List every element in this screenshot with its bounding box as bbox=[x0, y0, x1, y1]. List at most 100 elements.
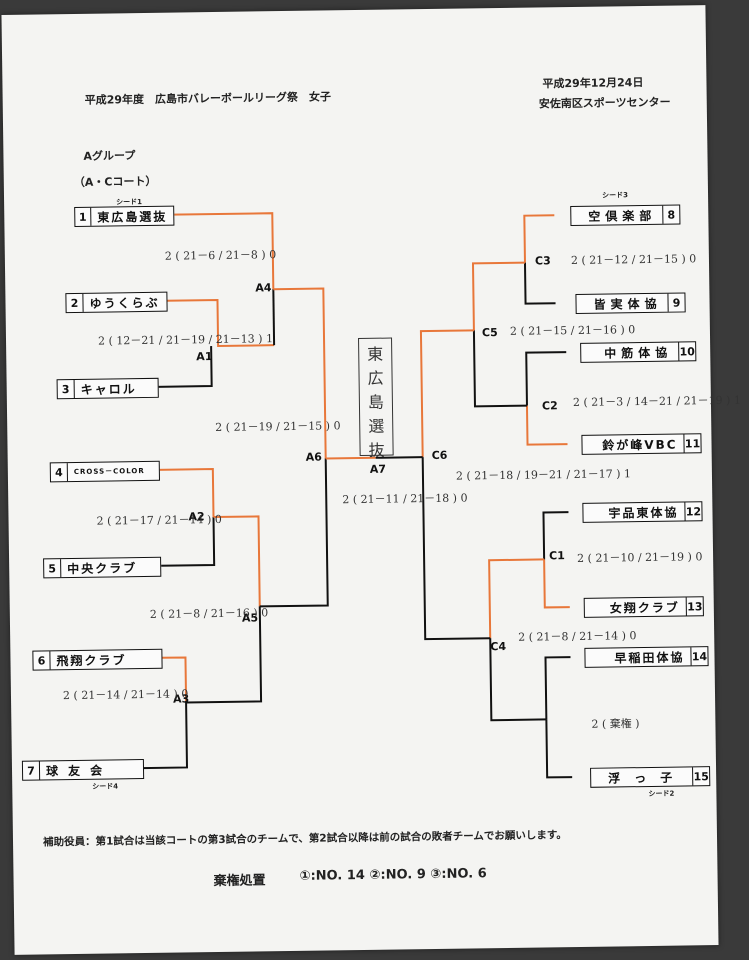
team-name: CROSS－COLOR bbox=[73, 467, 145, 476]
bracket-line bbox=[525, 405, 568, 446]
match-label: C3 bbox=[534, 254, 551, 268]
forfeit-label: 棄権処置 bbox=[213, 873, 266, 890]
match-score: 2 ( 21－14 / 21－14 ) 0 bbox=[62, 687, 189, 703]
team-entry: 12 宇品東体協 bbox=[582, 501, 703, 523]
team-name: ゆうくらぶ bbox=[89, 295, 160, 311]
bracket-line bbox=[542, 511, 569, 560]
bracket-line bbox=[544, 656, 571, 720]
team-number: 10 bbox=[678, 342, 696, 361]
match-label: C2 bbox=[541, 399, 558, 413]
forfeit-order: ①:NO. 14 ②:NO. 9 ③:NO. 6 bbox=[299, 866, 487, 884]
team-entry: 3 キャロル bbox=[56, 377, 159, 400]
team-number: 15 bbox=[692, 767, 710, 786]
bracket-line bbox=[160, 656, 188, 703]
bracket-line bbox=[259, 458, 329, 608]
team-number: 9 bbox=[667, 293, 685, 312]
team-number: 2 bbox=[66, 293, 84, 313]
team-entry: 10 中筋体協 bbox=[580, 341, 697, 363]
team-entry: 5 中央クラブ bbox=[43, 556, 162, 579]
team-entry: 9 皆実体協 bbox=[575, 292, 686, 314]
match-score: 2 ( 21－15 / 21－16 ) 0 bbox=[509, 323, 636, 338]
team-name: 早稲田体協 bbox=[614, 649, 685, 665]
team-number: 12 bbox=[684, 502, 702, 521]
bracket-line bbox=[545, 719, 573, 779]
champion-char: 島 bbox=[367, 392, 385, 412]
match-score: 2 ( 12－21 / 21－19 / 21－13 ) 1 bbox=[97, 332, 274, 348]
tournament-date: 平成29年12月24日 bbox=[542, 76, 644, 91]
bracket-line bbox=[488, 558, 545, 639]
match-score: 2 ( 21－19 / 21－15 ) 0 bbox=[215, 419, 341, 435]
champion-box: 東 広 島 選 抜 bbox=[358, 337, 394, 460]
team-entry: 14 早稲田体協 bbox=[584, 646, 709, 668]
match-score: 2 ( 21－6 / 21－8 ) 0 bbox=[164, 248, 277, 263]
champion-char: 東 bbox=[367, 344, 384, 364]
bracket-line bbox=[543, 559, 570, 609]
match-score: 2 ( 21－8 / 21－16 ) 0 bbox=[149, 606, 269, 621]
court-label: （A・Cコート） bbox=[73, 174, 157, 189]
match-label: C6 bbox=[431, 448, 448, 462]
bracket-line bbox=[213, 515, 261, 607]
match-label: C4 bbox=[490, 639, 507, 654]
team-entry: 2 ゆうくらぶ bbox=[65, 291, 168, 314]
team-name: 鈴が峰VBC bbox=[602, 437, 678, 453]
team-number: 5 bbox=[44, 559, 62, 578]
team-name: 皆実体協 bbox=[593, 296, 662, 312]
bracket-line bbox=[375, 456, 423, 459]
bracket-line bbox=[325, 456, 376, 460]
team-number: 13 bbox=[685, 597, 703, 616]
bracket-line bbox=[156, 346, 213, 388]
team-entry: 15 浮っ子 bbox=[590, 766, 711, 788]
team-number: 6 bbox=[33, 651, 51, 670]
match-label: A6 bbox=[305, 450, 322, 464]
team-entry: 4 CROSS－COLOR bbox=[49, 460, 160, 483]
team-name: 中筋体協 bbox=[604, 345, 673, 361]
match-score: 2 ( 21－3 / 14－21 / 21－19 ) 1 bbox=[572, 393, 742, 410]
team-name: 中央クラブ bbox=[67, 560, 138, 576]
match-score-forfeit: 2 ( 棄権 ) bbox=[591, 717, 640, 731]
bracket-line bbox=[523, 262, 556, 305]
bracket-line bbox=[471, 261, 525, 331]
match-score: 2 ( 21－12 / 21－15 ) 0 bbox=[570, 252, 697, 268]
bracket-line bbox=[525, 351, 567, 406]
match-label: A4 bbox=[255, 281, 272, 295]
team-entry: 13 女翔クラブ bbox=[583, 596, 704, 618]
match-score: 2 ( 21－11 / 21－18 ) 0 bbox=[342, 491, 468, 507]
team-name: 空倶楽部 bbox=[588, 208, 657, 224]
team-name: 飛翔クラブ bbox=[56, 652, 127, 668]
bracket-line bbox=[523, 214, 555, 263]
bracket-line bbox=[472, 330, 527, 408]
team-number: 14 bbox=[690, 647, 708, 666]
team-name: キャロル bbox=[80, 381, 137, 397]
team-number: 3 bbox=[57, 379, 75, 399]
team-entry: 8 空倶楽部 bbox=[570, 204, 681, 227]
bracket-line bbox=[273, 287, 327, 459]
bracket-line bbox=[141, 702, 189, 770]
tournament-venue: 安佐南区スポーツセンター bbox=[538, 95, 671, 111]
bracket-line bbox=[159, 517, 216, 567]
seed-label: シード3 bbox=[601, 191, 628, 200]
match-label: C1 bbox=[548, 549, 565, 563]
bracket-line bbox=[272, 289, 276, 346]
group-label: Aグループ bbox=[83, 149, 136, 163]
team-name: 宇品東体協 bbox=[608, 505, 679, 521]
bracket-lines bbox=[141, 212, 573, 779]
team-name: 女翔クラブ bbox=[609, 600, 680, 616]
seed-label: シード4 bbox=[92, 782, 119, 791]
bracket-line bbox=[172, 212, 275, 290]
team-number: 8 bbox=[662, 205, 680, 224]
match-score: 2 ( 21－18 / 19－21 / 21－17 ) 1 bbox=[455, 467, 632, 483]
team-number: 11 bbox=[683, 434, 701, 453]
seed-label: シード2 bbox=[648, 789, 675, 799]
match-score: 2 ( 21－10 / 21－19 ) 0 bbox=[577, 550, 703, 565]
team-entry: 1 東広島選抜 bbox=[74, 205, 175, 227]
bracket-line bbox=[489, 638, 547, 722]
team-number: 7 bbox=[22, 761, 41, 780]
team-number: 4 bbox=[50, 463, 68, 482]
match-label: C5 bbox=[481, 326, 498, 340]
team-entry: 7 球友会 bbox=[21, 759, 145, 781]
team-name: 球友会 bbox=[45, 762, 113, 778]
bracket-line bbox=[419, 329, 474, 458]
match-score: 2 ( 21－17 / 21－14 ) 0 bbox=[96, 512, 222, 528]
team-name: 浮っ子 bbox=[608, 769, 687, 786]
bracket-line bbox=[186, 606, 263, 704]
